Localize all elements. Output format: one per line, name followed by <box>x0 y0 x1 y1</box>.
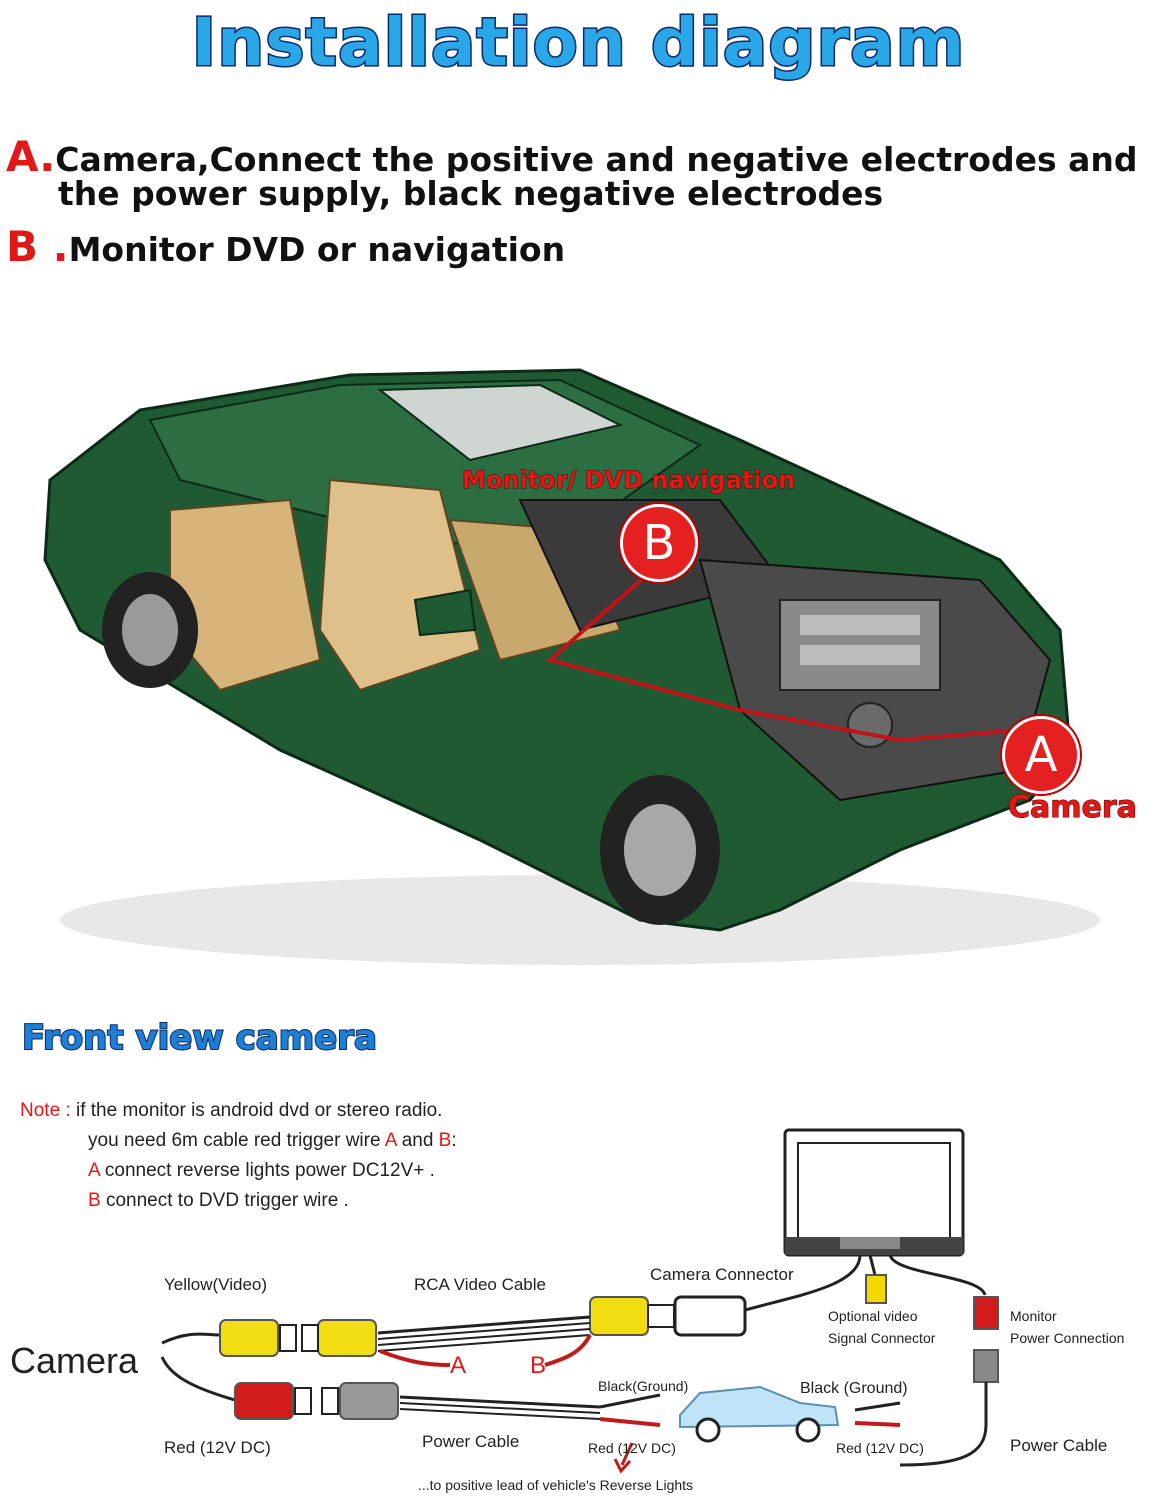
wiring-diagram <box>160 1128 999 1474</box>
section-title: Front view camera <box>21 1017 378 1059</box>
rca-cable-label: RCA Video Cable <box>414 1275 546 1294</box>
yellow-video-label: Yellow(Video) <box>164 1275 268 1294</box>
red-12v-small-right-label: Red (12V DC) <box>836 1440 924 1456</box>
callout-a-label: Camera <box>1008 790 1138 826</box>
note-line2: you need 6m cable red trigger wire A and… <box>88 1130 457 1152</box>
legend-a-line2: the power supply, black negative electro… <box>58 174 884 213</box>
page-title: Installation diagram <box>190 3 966 83</box>
legend-b-letter: B . <box>6 222 69 271</box>
note-line2-post: : <box>451 1130 457 1151</box>
note-prefix: Note : <box>20 1100 71 1121</box>
note-line2-pre: you need 6m cable red trigger wire <box>88 1130 381 1151</box>
note-line2-b: B <box>438 1130 452 1151</box>
note-line3-letter: A <box>88 1160 100 1181</box>
callout-a-badge: A <box>1002 716 1080 794</box>
car-illustration <box>43 368 1100 965</box>
note-line1: Note : if the monitor is android dvd or … <box>20 1100 442 1122</box>
power-cable-right-label: Power Cable <box>1010 1436 1108 1455</box>
wire-a-label: A <box>450 1352 467 1379</box>
note-line2-mid: and <box>401 1130 434 1151</box>
note-line2-a: A <box>384 1130 397 1151</box>
note-line1-text: if the monitor is android dvd or stereo … <box>75 1100 443 1121</box>
callout-b-label: Monitor/ DVD navigation <box>461 466 796 495</box>
camera-label: Camera <box>10 1340 139 1381</box>
note-line4: B connect to DVD trigger wire . <box>88 1190 349 1212</box>
legend-b: B .Monitor DVD or navigation <box>6 222 565 271</box>
camera-wire <box>545 563 1021 743</box>
camera-connector-label: Camera Connector <box>650 1265 794 1284</box>
red-12v-small-left-label: Red (12V DC) <box>588 1440 676 1456</box>
wire-b-label: B <box>530 1352 547 1379</box>
note-line3: A connect reverse lights power DC12V+ . <box>88 1160 435 1182</box>
note-line4-text: connect to DVD trigger wire . <box>105 1190 349 1211</box>
black-ground-right-label: Black (Ground) <box>800 1380 908 1397</box>
optional-video-line1: Optional video <box>828 1308 918 1324</box>
note-line4-letter: B <box>88 1190 101 1211</box>
note-line3-text: connect reverse lights power DC12V+ . <box>104 1160 435 1181</box>
legend-b-text: Monitor DVD or navigation <box>68 230 566 269</box>
legend-a-letter: A. <box>6 132 56 181</box>
legend-a: A.Camera,Connect the positive and negati… <box>6 132 1138 181</box>
power-cable-left-label: Power Cable <box>422 1432 520 1451</box>
optional-video-line2: Signal Connector <box>828 1330 936 1346</box>
callout-b-badge: B <box>620 504 698 582</box>
reverse-lights-label: ...to positive lead of vehicle's Reverse… <box>418 1477 694 1493</box>
red-12v-label: Red (12V DC) <box>164 1438 271 1457</box>
legend-a-text-line1: Camera,Connect the positive and negative… <box>55 140 1138 179</box>
black-ground-left-label: Black(Ground) <box>598 1378 689 1394</box>
monitor-power-line1: Monitor <box>1010 1308 1057 1324</box>
monitor-power-line2: Power Connection <box>1010 1330 1125 1346</box>
